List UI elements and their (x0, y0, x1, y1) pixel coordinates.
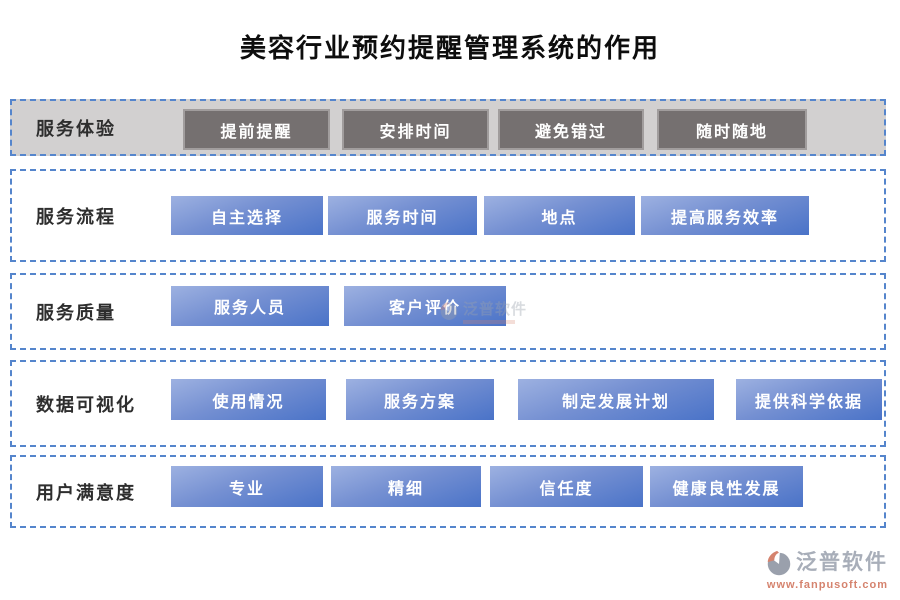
item-button: 地点 (484, 196, 635, 235)
item-button: 服务人员 (171, 286, 329, 326)
item-button: 随时随地 (657, 109, 807, 150)
item-button: 信任度 (490, 466, 643, 507)
section-label: 服务流程 (36, 206, 116, 227)
section-label: 数据可视化 (36, 394, 136, 415)
item-button: 提供科学依据 (736, 379, 882, 420)
item-button: 提前提醒 (183, 109, 330, 150)
section-label: 用户满意度 (36, 482, 136, 503)
item-button: 避免错过 (498, 109, 644, 150)
fanpu-logo-icon (767, 550, 791, 576)
section-service-quality: 服务质量 服务人员 客户评价 (10, 273, 886, 350)
item-button: 健康良性发展 (650, 466, 803, 507)
section-service-experience: 服务体验 提前提醒 安排时间 避免错过 随时随地 (10, 99, 886, 156)
footer-brand: 泛普软件 www.fanpusoft.com (764, 548, 888, 591)
item-button: 安排时间 (342, 109, 489, 150)
item-button: 专业 (171, 466, 323, 507)
section-service-process: 服务流程 自主选择 服务时间 地点 提高服务效率 (10, 169, 886, 262)
item-button: 服务方案 (346, 379, 494, 420)
item-button: 制定发展计划 (518, 379, 714, 420)
item-button: 使用情况 (171, 379, 326, 420)
section-user-satisfaction: 用户满意度 专业 精细 信任度 健康良性发展 (10, 455, 886, 528)
page-title: 美容行业预约提醒管理系统的作用 (239, 34, 660, 63)
item-button: 服务时间 (328, 196, 477, 235)
section-label: 服务体验 (36, 118, 116, 139)
section-data-visualization: 数据可视化 使用情况 服务方案 制定发展计划 提供科学依据 (10, 360, 886, 447)
brand-name: 泛普软件 (796, 551, 888, 574)
section-label: 服务质量 (36, 302, 116, 323)
item-button: 自主选择 (171, 196, 323, 235)
item-button: 精细 (331, 466, 481, 507)
item-button: 提高服务效率 (641, 196, 809, 235)
brand-url: www.fanpusoft.com (766, 579, 888, 591)
item-button: 客户评价 (344, 286, 506, 326)
